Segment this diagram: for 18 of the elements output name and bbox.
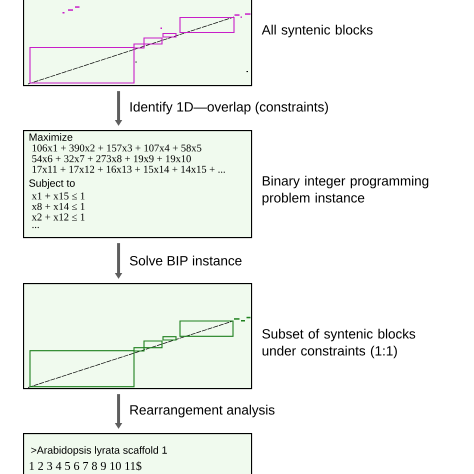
constraint-line: x2 + x12 ≤ 1 <box>32 214 85 220</box>
edge-label: Identify 1D—overlap (constraints) <box>130 102 328 114</box>
panel-caption: Binary integer programming problem instance <box>262 176 428 206</box>
panel-caption: All syntenic blocks <box>262 24 373 38</box>
constraint-line: ... <box>32 226 39 228</box>
section-heading: Subject to <box>29 179 75 189</box>
panel-caption: Subset of syntenic blocks under constraints (1:1) <box>262 328 416 358</box>
edge-label: Solve BIP instance <box>130 256 242 266</box>
constraint-line: x1 + x15 ≤ 1 <box>32 192 85 200</box>
objective-line: 54x6 + 32x7 + 273x8 + 19x9 + 19x10 <box>32 155 191 162</box>
objective-line: 17x11 + 17x12 + 16x13 + 15x14 + 14x15 + ... <box>32 166 225 173</box>
section-heading: Maximize <box>30 133 72 141</box>
sequence-line: 1 2 3 4 5 6 7 8 9 10 11$ <box>30 461 142 471</box>
sequence-header: >Arabidopsis lyrata scaffold 1 <box>31 446 167 456</box>
constraint-line: x8 + x14 ≤ 1 <box>32 202 85 210</box>
text-panel <box>23 433 252 474</box>
objective-line: 106x1 + 390x2 + 157x3 + 107x4 + 58x5 <box>32 144 202 152</box>
edge-label: Rearrangement analysis <box>130 404 274 418</box>
